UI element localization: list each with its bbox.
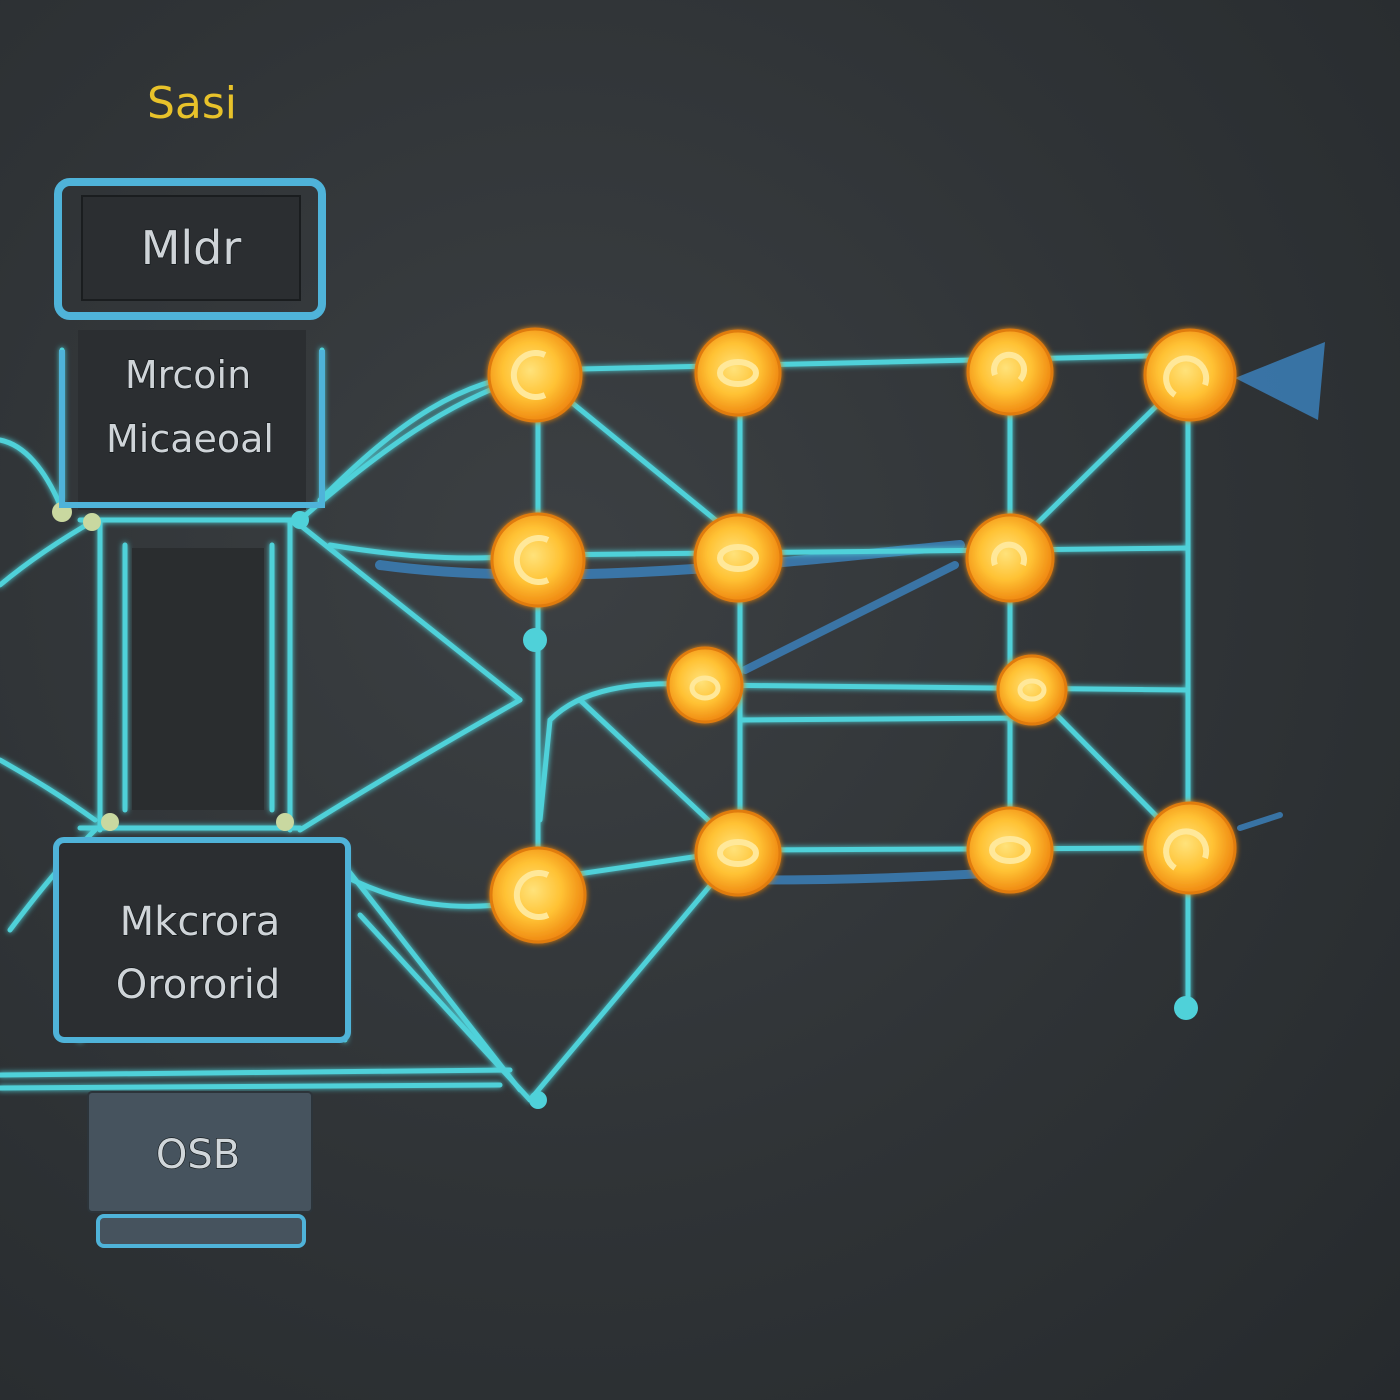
node — [666, 646, 744, 724]
wire-left-top — [0, 437, 63, 508]
wire-row2 — [535, 545, 1191, 558]
wire-lower-fan — [297, 697, 523, 833]
node — [694, 329, 782, 417]
wire-row4b — [737, 845, 1191, 853]
wire-diag5 — [527, 847, 743, 1103]
wire-from-frame-mid — [297, 522, 523, 703]
wire-left-upper — [0, 517, 98, 588]
node — [693, 513, 783, 603]
node — [966, 806, 1054, 894]
arrow-stroke-lower — [755, 867, 1015, 885]
wire-row3b — [737, 715, 1035, 723]
block-lower-mid-label-1: Mkcrora — [120, 899, 281, 945]
block-upper-mid-label-2: Micaeoal — [106, 417, 274, 461]
wire-row1 — [535, 352, 1193, 373]
node — [965, 513, 1055, 603]
block-top-label: Mldr — [141, 221, 242, 275]
arrow-strokes — [375, 342, 1325, 885]
block-center-panel — [132, 548, 264, 810]
arrow-stroke-diag — [741, 561, 959, 674]
node — [1143, 328, 1237, 422]
block-bottom-label: OSB — [156, 1132, 240, 1178]
arrow-top-right — [1235, 342, 1325, 420]
diagram-title: Sasi — [147, 78, 237, 129]
wire-lower-fan4 — [337, 857, 523, 1093]
wire-left-lower — [0, 757, 98, 823]
nodes — [487, 327, 1237, 944]
block-lower-mid: Mkcrora Orororid — [53, 837, 351, 1043]
block-upper-mid: Mrcoin Micaeoal — [59, 330, 325, 510]
block-top: Mldr — [54, 178, 326, 320]
block-lower-mid-label-2: Orororid — [116, 962, 281, 1008]
node — [996, 654, 1068, 726]
wire-bus — [0, 1067, 513, 1078]
node — [487, 327, 583, 423]
node — [1143, 801, 1237, 895]
wire-bus-2 — [0, 1082, 503, 1091]
node — [694, 809, 782, 897]
arrow-stroke-right — [1237, 812, 1283, 831]
wire-row3 — [702, 682, 1191, 693]
node — [490, 512, 586, 608]
node — [966, 328, 1054, 416]
block-upper-mid-label-1: Mrcoin — [125, 353, 251, 397]
node — [489, 846, 587, 944]
block-bottom: OSB — [87, 1091, 313, 1248]
